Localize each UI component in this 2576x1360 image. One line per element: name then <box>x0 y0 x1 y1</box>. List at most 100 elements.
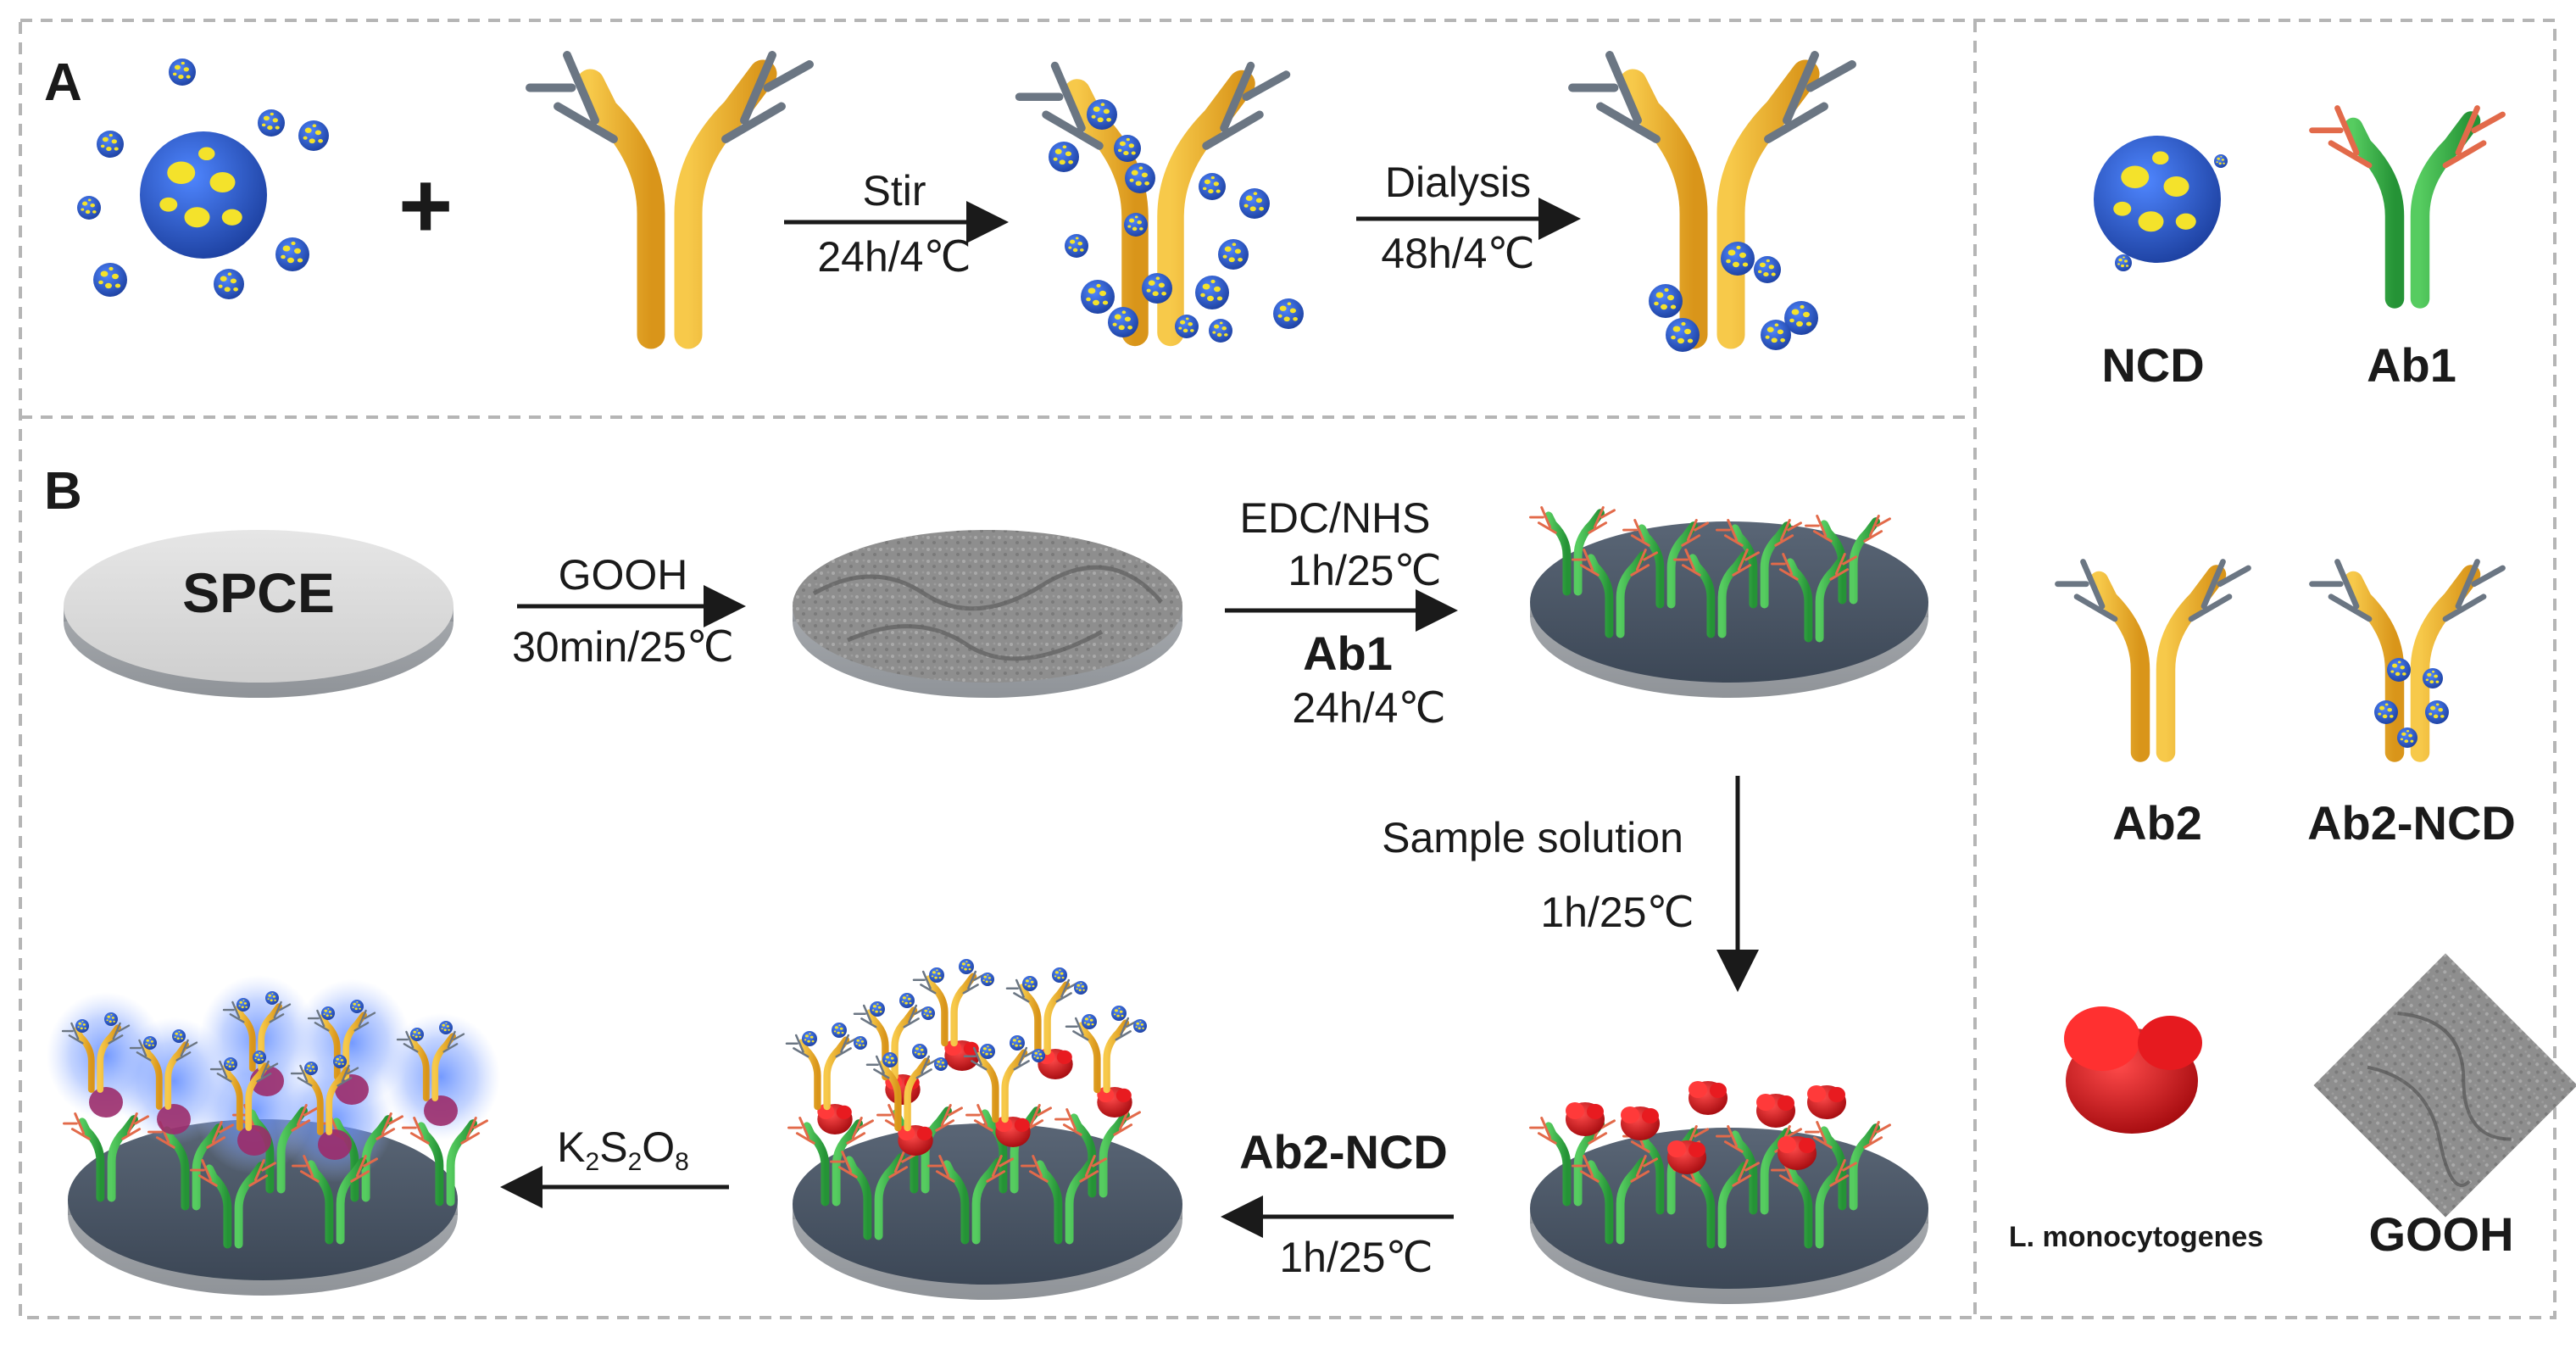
ncd-particle <box>410 1028 424 1041</box>
bacterium <box>817 1104 853 1134</box>
antibody-ab1 <box>787 1117 874 1207</box>
antibody-ab2-bound <box>1065 1017 1139 1094</box>
ncd-particle <box>224 1057 237 1071</box>
ncd-particle <box>2214 154 2228 168</box>
antibody-ab2-bound <box>1005 978 1080 1056</box>
ncd-particle <box>1074 981 1088 995</box>
ab2ncd-step-label: Ab2-NCD <box>1239 1125 1448 1179</box>
stir-condition: 24h/4℃ <box>817 233 971 281</box>
gooh-modified-electrode <box>793 530 1182 698</box>
ncd-particle <box>143 1036 157 1050</box>
ncd-particle <box>1114 135 1141 162</box>
ncd-particle <box>1087 99 1117 130</box>
ncd-particle <box>1010 1035 1025 1051</box>
ncd-cluster <box>77 59 329 299</box>
antibody-ab2-bound <box>290 1064 359 1135</box>
ncd-particle <box>921 1006 935 1020</box>
ncd-particle <box>1195 276 1229 309</box>
ncd-particle <box>1175 315 1199 338</box>
ncd-particle <box>1049 142 1079 172</box>
edc-nhs-label: EDC/NHS <box>1239 494 1430 542</box>
legend-bacteria-symbol <box>2064 1006 2202 1134</box>
bacterium-glowing <box>237 1125 271 1156</box>
ncd-particle <box>1142 273 1172 304</box>
antibody-ab1 <box>1673 549 1760 638</box>
ncd-particle <box>854 1036 867 1050</box>
ncd-particle <box>1108 307 1138 337</box>
legend-bacterium-lobe <box>2064 1006 2140 1071</box>
panel-a-label: A <box>44 53 82 112</box>
ncd-particle <box>2387 658 2411 682</box>
bacterium-glowing <box>318 1129 352 1160</box>
ncd-particle <box>1273 298 1304 329</box>
bacterium-glowing <box>89 1087 123 1118</box>
ncd-particle <box>265 991 279 1005</box>
antibody-ab2-bound <box>912 970 987 1047</box>
ncd-particle <box>802 1031 817 1046</box>
antibody-ab2-bound <box>785 1034 860 1111</box>
antibody-ab2-bound <box>865 1055 940 1132</box>
ncd-particle <box>929 967 944 983</box>
ncd-particle <box>1666 318 1700 352</box>
antibody-ab2 <box>526 51 814 349</box>
bacterium <box>1097 1087 1132 1118</box>
panel-borders <box>19 19 2557 1319</box>
legend-ab2-label: Ab2 <box>2112 796 2202 850</box>
sample-solution-condition: 1h/25℃ <box>1540 889 1694 936</box>
ncd-particle <box>1133 1019 1147 1033</box>
ncd-particle <box>832 1023 847 1038</box>
bacterium <box>1566 1102 1605 1136</box>
ncd-particle <box>1754 256 1781 283</box>
bacteria-captured-electrode <box>1529 1081 1928 1304</box>
ncd-particle <box>298 120 329 151</box>
antibody-ab1 <box>1771 553 1857 643</box>
sandwich-electrode <box>785 959 1182 1300</box>
ncd-particle <box>882 1052 898 1067</box>
antibody-ab2-bound <box>853 1004 927 1081</box>
ncd-particle <box>980 1044 995 1059</box>
ncd-particle <box>1721 242 1755 276</box>
antibody-ab2-bound <box>222 1000 292 1072</box>
ncd-particle <box>214 269 244 299</box>
ncd-particle <box>1125 163 1155 193</box>
ncd-particle <box>1209 319 1232 343</box>
ab1-disk <box>1530 521 1928 698</box>
ab1-step-label: Ab1 <box>1303 627 1393 680</box>
bacterium <box>944 1040 980 1071</box>
ncd-particle <box>1784 301 1818 335</box>
ncd-particle <box>350 1000 364 1013</box>
ncd-particle <box>104 1012 118 1026</box>
legend-gooh-symbol <box>2313 953 2576 1218</box>
ab1-step-condition: 24h/4℃ <box>1292 684 1445 732</box>
ncd-particle <box>1761 320 1791 350</box>
bacterium <box>1756 1094 1795 1128</box>
dialysis-label: Dialysis <box>1385 159 1531 206</box>
bacterium <box>1778 1136 1817 1170</box>
ncd-particle <box>1082 1014 1097 1029</box>
legend-ncd-symbol <box>2094 136 2228 271</box>
antibody-ab2-plain <box>526 51 814 349</box>
ncd-particle <box>333 1055 347 1068</box>
bacterium <box>898 1125 933 1156</box>
ncd-particle <box>1199 173 1226 200</box>
antibody-ab1 <box>190 1159 276 1249</box>
ncd-particle <box>258 109 285 137</box>
ncd-particle <box>1649 284 1683 318</box>
bacterium-glowing <box>424 1095 458 1126</box>
legend-ab1-label: Ab1 <box>2367 338 2456 392</box>
antibody-ab1 <box>1021 1155 1107 1245</box>
edc-nhs-condition: 1h/25℃ <box>1288 547 1441 594</box>
ncd-particle <box>1052 967 1067 983</box>
ncd-particle <box>169 59 196 86</box>
antibody-ab2-bound <box>61 1022 131 1093</box>
outer-border <box>19 19 2557 1319</box>
panel-b-label: B <box>44 462 82 521</box>
ncd-particle <box>2094 136 2221 263</box>
ncd-particle <box>75 1019 89 1033</box>
legend-gooh-label: GOOH <box>2368 1207 2513 1261</box>
ncd-particle <box>439 1021 453 1034</box>
antibody-ab2-bound <box>396 1030 465 1101</box>
ab1-immobilized-electrode <box>1529 506 1928 698</box>
legend-antibody-ab2 <box>2055 559 2251 762</box>
legend-bacterium-lobe <box>2138 1016 2202 1070</box>
